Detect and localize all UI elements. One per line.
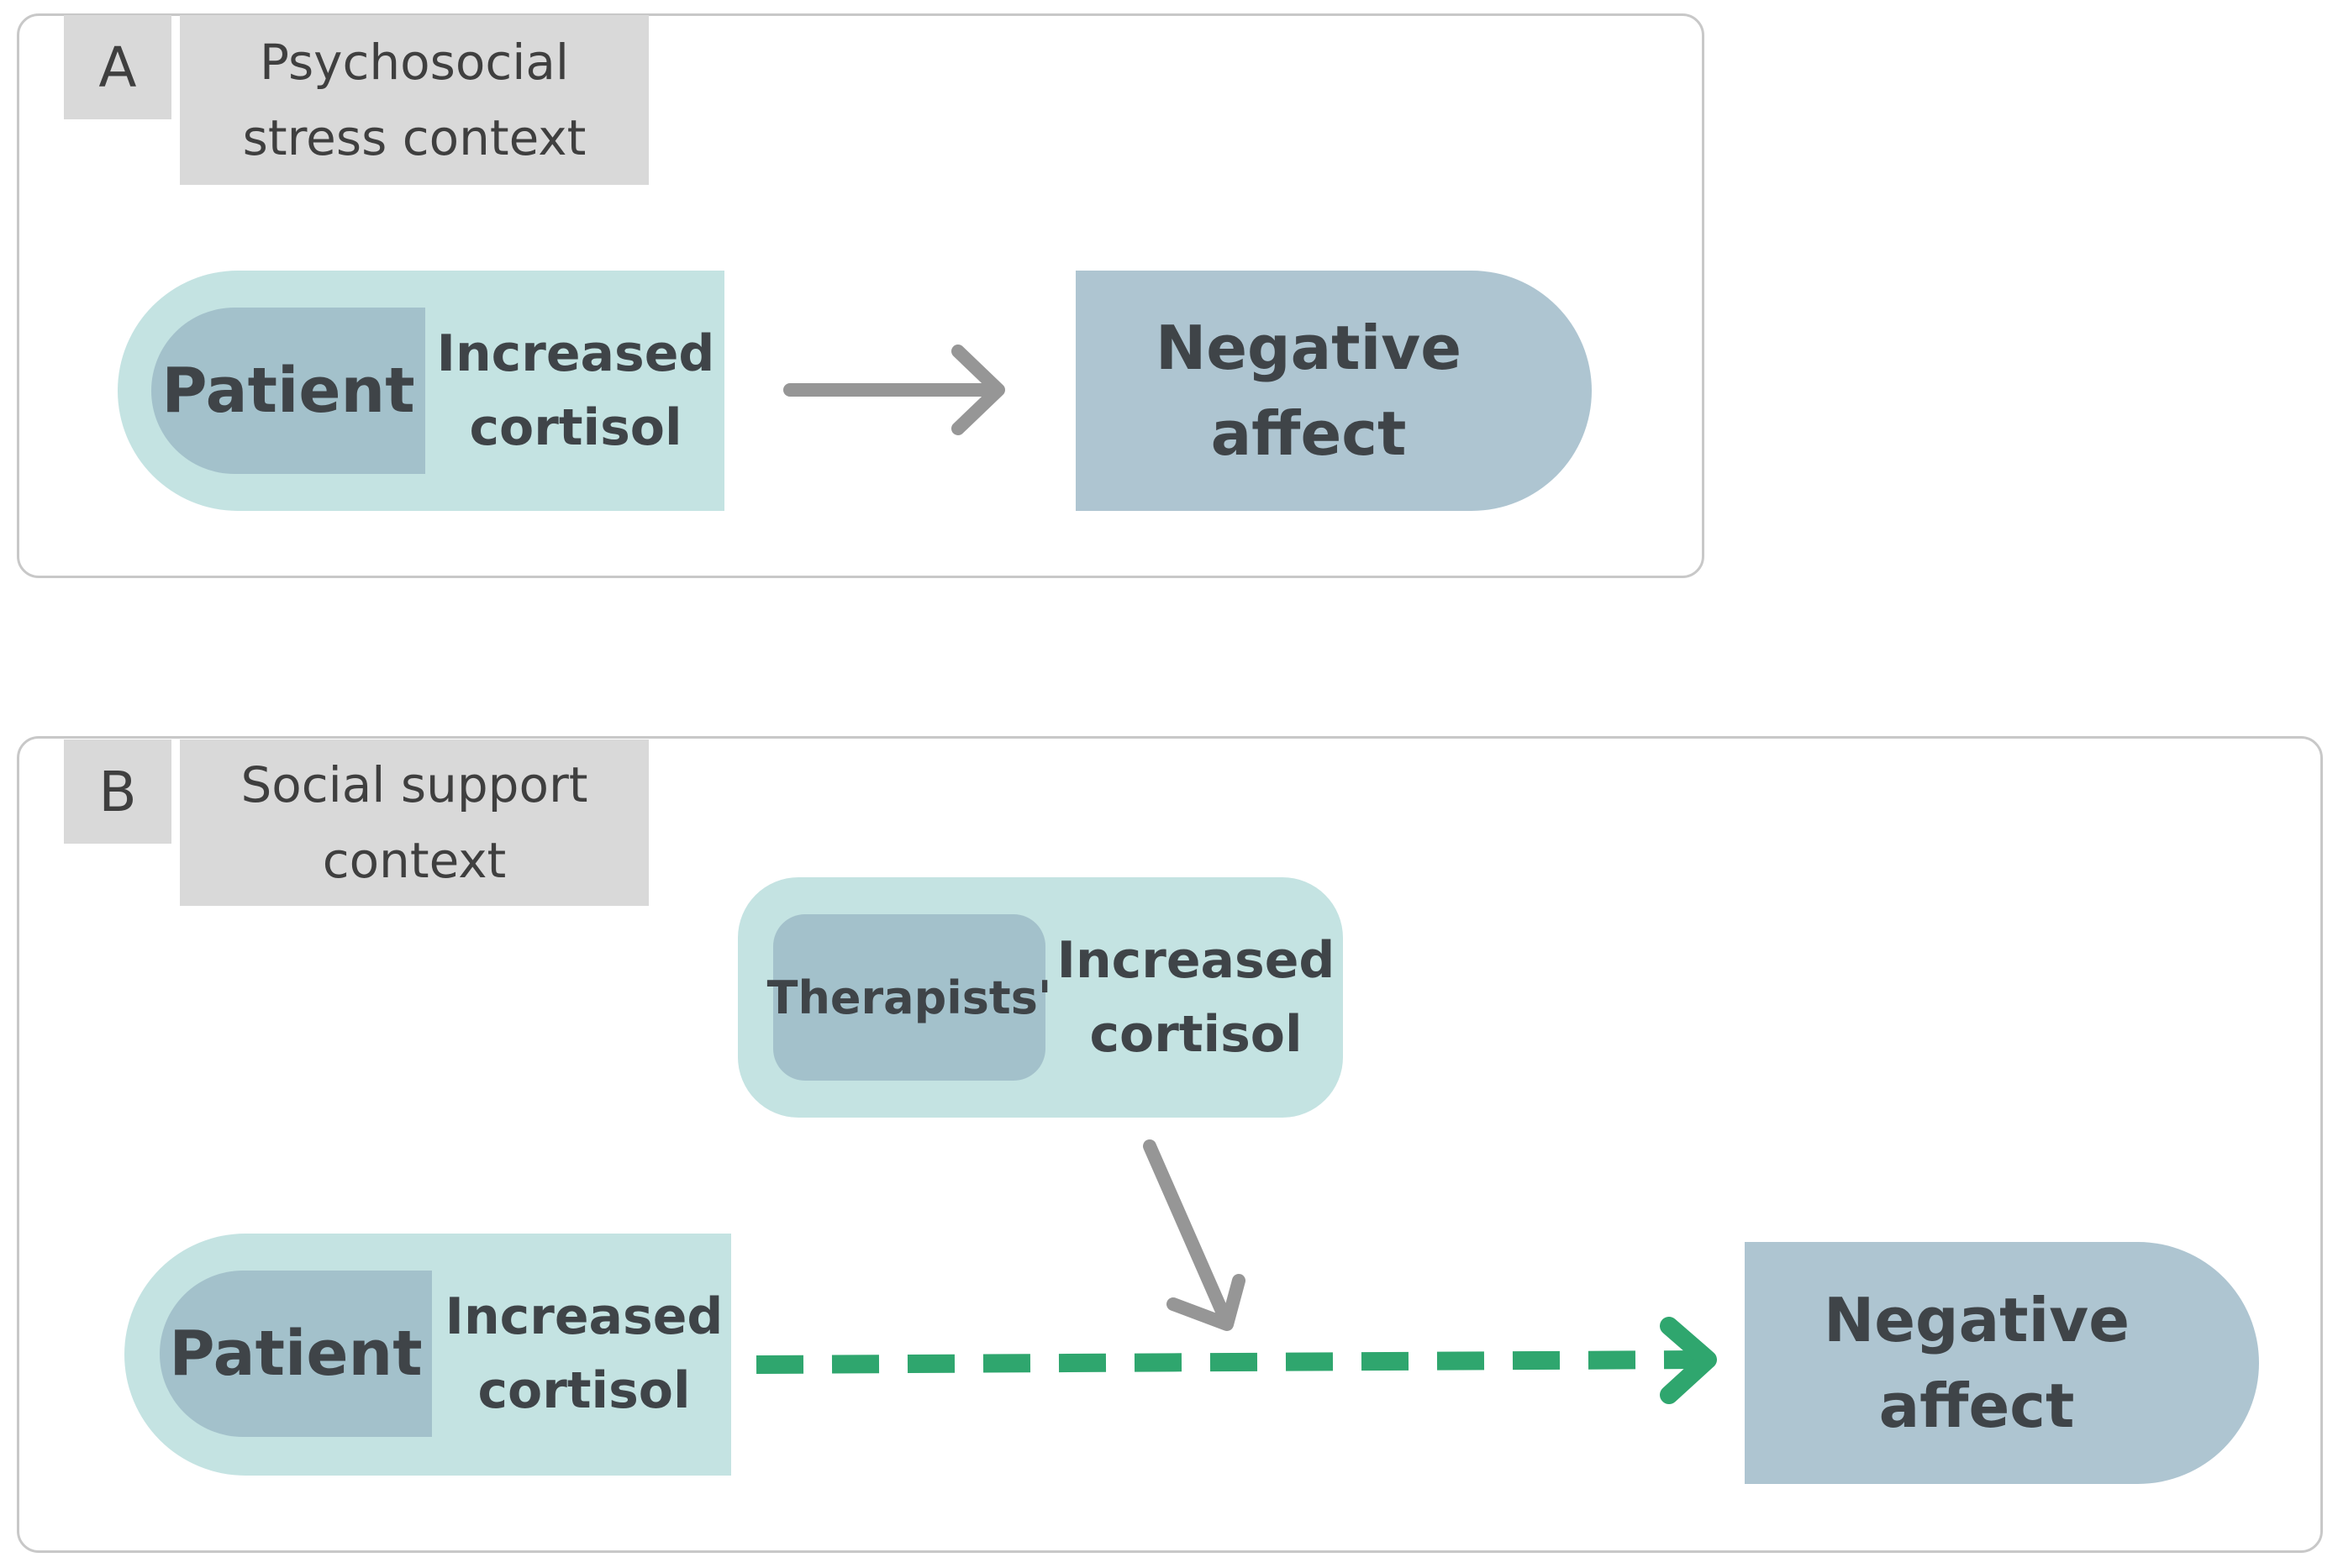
- panel-a-patient-label: Patient: [151, 308, 425, 474]
- panel-b-cortisol-label: Increased cortisol: [445, 1287, 724, 1420]
- panel-a-context-label: Psychosocial stress context: [180, 15, 649, 185]
- panel-b-letter: B: [64, 739, 171, 844]
- panel-b-therapist-label: Therapists': [767, 914, 1051, 1081]
- panel-b-patient-label: Patient: [160, 1271, 432, 1437]
- panel-b-negative-affect-node: Negative affect: [1745, 1242, 2259, 1484]
- panel-b-context-label: Social support context: [180, 739, 649, 906]
- panel-a-negative-affect-node: Negative affect: [1076, 271, 1592, 511]
- panel-b-therapist-cortisol-label: Increased cortisol: [1056, 931, 1335, 1064]
- panel-a-cortisol-label: Increased cortisol: [436, 324, 715, 457]
- panel-a-letter: A: [64, 15, 171, 119]
